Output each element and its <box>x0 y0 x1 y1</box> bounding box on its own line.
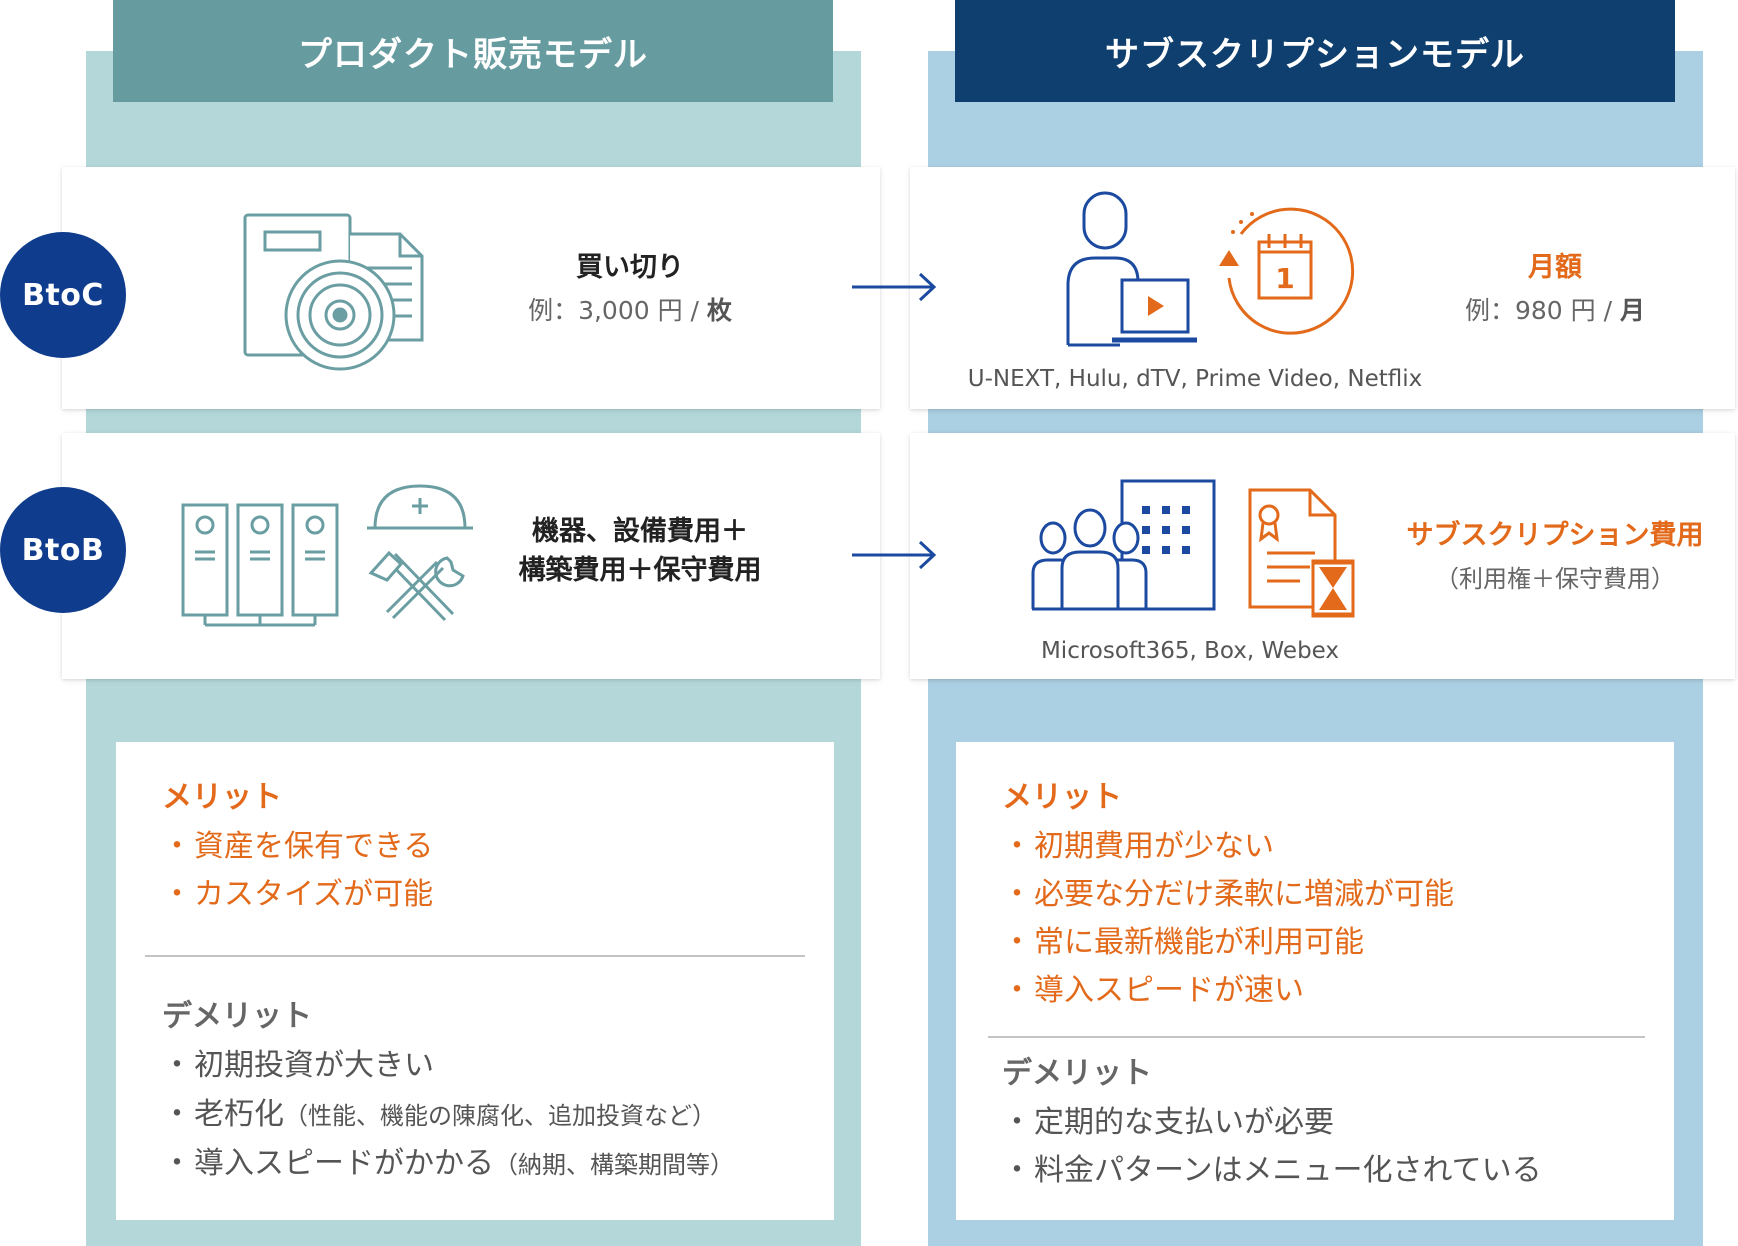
subscription-column-title: サブスクリプションモデル <box>1105 34 1525 75</box>
subscription-merits: メリット 初期費用が少ない 必要な分だけ柔軟に増減が可能 常に最新機能が利用可能… <box>1002 778 1642 1015</box>
btoc-subscription-price-example: 例：980 円 / 月 <box>1465 296 1645 326</box>
btob-subscription-price: サブスクリプション費用 （利用権＋保守費用） <box>1390 516 1720 594</box>
product-summary-card: メリット 資産を保有できる カスタイズが可能 デメリット 初期投資が大きい 老朽… <box>116 742 834 1220</box>
calendar-day-label: 1 <box>1275 262 1294 295</box>
subscription-column-header: サブスクリプションモデル <box>955 0 1675 102</box>
server-equipment-icon <box>178 500 343 630</box>
product-demerit-list: 初期投資が大きい 老朽化（性能、機能の陳腐化、追加投資など） 導入スピードがかか… <box>162 1042 822 1189</box>
subscription-demerits: デメリット 定期的な支払いが必要 料金パターンはメニュー化されている <box>1002 1054 1662 1195</box>
list-item: 初期投資が大きい <box>162 1042 822 1091</box>
subscription-merit-title: メリット <box>1002 780 1122 815</box>
list-item: 定期的な支払いが必要 <box>1002 1099 1662 1147</box>
subscription-demerit-list: 定期的な支払いが必要 料金パターンはメニュー化されている <box>1002 1099 1662 1195</box>
btob-product-price-line1: 機器、設備費用＋ <box>532 516 748 547</box>
list-item: 料金パターンはメニュー化されている <box>1002 1147 1662 1195</box>
btoc-arrow-icon <box>852 272 938 302</box>
license-certificate-icon <box>1245 485 1355 620</box>
btob-product-card <box>62 433 880 679</box>
btoc-subscription-price-title: 月額 <box>1528 252 1582 283</box>
btoc-row-badge: BtoC <box>0 232 126 358</box>
subscription-summary-divider <box>988 1036 1645 1038</box>
btoc-product-price-title: 買い切り <box>576 252 684 283</box>
enterprise-team-icon <box>1030 478 1220 613</box>
list-item: 必要な分だけ柔軟に増減が可能 <box>1002 871 1642 919</box>
btob-row-badge: BtoB <box>0 487 126 613</box>
btob-subscription-price-title: サブスクリプション費用 <box>1406 520 1704 551</box>
subscription-demerit-title: デメリット <box>1002 1056 1152 1091</box>
subscription-summary-card: メリット 初期費用が少ない 必要な分だけ柔軟に増減が可能 常に最新機能が利用可能… <box>956 742 1674 1220</box>
btob-subscription-services: Microsoft365, Box, Webex <box>1040 638 1340 664</box>
btoc-subscription-price: 月額 例：980 円 / 月 <box>1440 248 1670 327</box>
btob-product-price-line2: 構築費用＋保守費用 <box>518 555 762 587</box>
subscription-merit-list: 初期費用が少ない 必要な分だけ柔軟に増減が可能 常に最新機能が利用可能 導入スピ… <box>1002 823 1642 1015</box>
list-item: 導入スピードがかかる（納期、構築期間等） <box>162 1140 822 1189</box>
btoc-subscription-card <box>910 167 1735 409</box>
btoc-product-price-example: 例：3,000 円 / 枚 <box>528 296 732 326</box>
list-item: 老朽化（性能、機能の陳腐化、追加投資など） <box>162 1091 822 1140</box>
btob-subscription-price-subtitle: （利用権＋保守費用） <box>1435 565 1675 594</box>
product-merit-list: 資産を保有できる カスタイズが可能 <box>162 823 802 919</box>
list-item: 初期費用が少ない <box>1002 823 1642 871</box>
btob-arrow-icon <box>852 540 938 570</box>
list-item: カスタイズが可能 <box>162 871 802 919</box>
btoc-row-label: BtoC <box>22 277 104 313</box>
btob-row-label: BtoB <box>21 532 105 568</box>
product-column-header: プロダクト販売モデル <box>113 0 833 102</box>
list-item: 資産を保有できる <box>162 823 802 871</box>
btob-product-price: 機器、設備費用＋ 構築費用＋保守費用 <box>500 512 780 590</box>
monthly-calendar-icon: 1 <box>1215 200 1355 340</box>
product-demerit-title: デメリット <box>162 999 312 1034</box>
product-demerits: デメリット 初期投資が大きい 老朽化（性能、機能の陳腐化、追加投資など） 導入ス… <box>162 997 822 1189</box>
user-laptop-icon <box>1060 190 1200 350</box>
product-summary-divider <box>145 955 805 957</box>
btoc-product-price: 買い切り 例：3,000 円 / 枚 <box>510 248 750 327</box>
product-merit-title: メリット <box>162 780 282 815</box>
btoc-product-card <box>62 167 880 409</box>
maintenance-tools-icon <box>365 478 475 628</box>
list-item: 導入スピードが速い <box>1002 967 1642 1015</box>
product-merits: メリット 資産を保有できる カスタイズが可能 <box>162 778 802 919</box>
software-package-icon <box>240 210 430 375</box>
list-item: 常に最新機能が利用可能 <box>1002 919 1642 967</box>
product-column-title: プロダクト販売モデル <box>298 34 648 75</box>
btoc-subscription-services: U-NEXT, Hulu, dTV, Prime Video, Netflix <box>967 366 1423 392</box>
